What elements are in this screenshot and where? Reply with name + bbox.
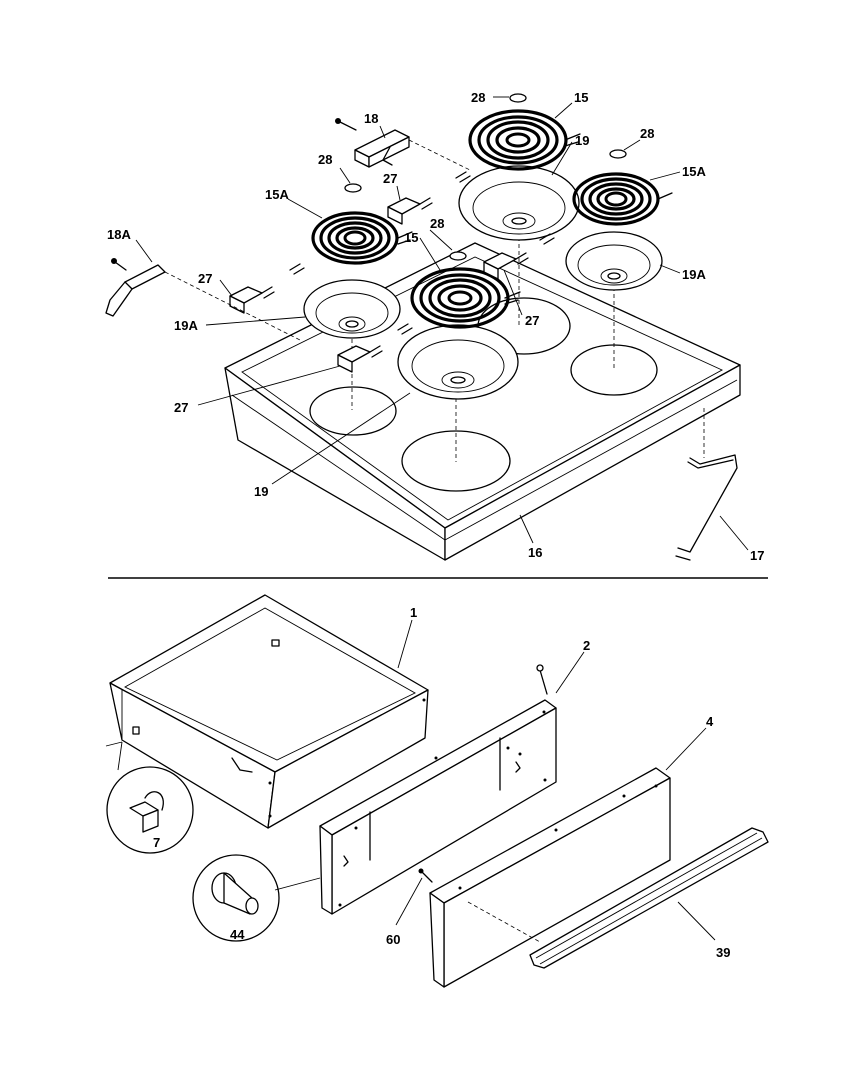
- part-label: 28: [640, 126, 654, 141]
- part-label: 1: [410, 605, 417, 620]
- trim-cap-28: [509, 93, 527, 103]
- surface-element-15-front: [410, 267, 510, 329]
- cooktop-right-face: [444, 364, 741, 561]
- part-label: 39: [716, 945, 730, 960]
- part-label: 27: [383, 171, 397, 186]
- part-label: 17: [750, 548, 764, 563]
- part-label: 27: [525, 313, 539, 328]
- part-label: 19: [254, 484, 268, 499]
- bracket-18: [335, 118, 410, 168]
- part-label: 28: [471, 90, 485, 105]
- drip-bowl-19A-left: [303, 279, 401, 339]
- part-label: 16: [528, 545, 542, 560]
- part-label: 7: [153, 835, 160, 850]
- part-label: 27: [198, 271, 212, 286]
- leader-lines-bottom: [395, 619, 716, 941]
- receptacle-27: [229, 286, 275, 314]
- screw-60: [418, 868, 433, 883]
- part-label: 19: [575, 133, 589, 148]
- bracket-18A: [105, 258, 166, 317]
- part-label: 15: [574, 90, 588, 105]
- part-label: 18A: [107, 227, 131, 242]
- part-label: 27: [174, 400, 188, 415]
- drip-bowl-19-rear: [458, 165, 580, 241]
- receptacle-27: [387, 197, 433, 225]
- detail-bumper-7: [105, 741, 194, 854]
- drawer-back-panel-2: [319, 664, 557, 915]
- part-label: 28: [318, 152, 332, 167]
- part-label: 28: [430, 216, 444, 231]
- surface-element-15A-right: [572, 172, 660, 226]
- drawer-front-4: [429, 767, 671, 988]
- receptacle-27: [483, 252, 529, 280]
- part-label: 19A: [682, 267, 706, 282]
- surface-element-15-rear: [468, 109, 568, 171]
- part-label: 15: [404, 230, 418, 245]
- trim-cap-28: [344, 183, 362, 193]
- part-label: 18: [364, 111, 378, 126]
- trim-cap-28: [609, 149, 627, 159]
- part-label: 15A: [265, 187, 289, 202]
- cooktop-assembly: [105, 93, 741, 561]
- drawer-handle-39: [529, 827, 769, 969]
- trim-cap-28: [449, 251, 467, 261]
- rod-17: [675, 454, 738, 561]
- receptacle-27: [337, 345, 383, 373]
- surface-element-15A-left: [311, 211, 399, 265]
- drawer-box-1: [109, 594, 429, 829]
- part-labels-top: 28 15 19 28 15A 18 28 27 15A 28 18A 15 2…: [107, 90, 764, 563]
- part-label: 4: [706, 714, 714, 729]
- part-label: 60: [386, 932, 400, 947]
- detail-glide-44: [192, 854, 321, 942]
- part-label: 19A: [174, 318, 198, 333]
- drip-bowl-19A-right: [565, 231, 663, 291]
- drawer-assembly: [105, 594, 769, 988]
- part-label: 15A: [682, 164, 706, 179]
- part-labels-bottom: 1 2 4 7 44 60 39: [153, 605, 730, 960]
- leader-lines-top: [135, 96, 749, 551]
- part-label: 2: [583, 638, 590, 653]
- burner-opening: [309, 386, 397, 436]
- drip-bowl-19-front: [397, 324, 519, 400]
- part-label: 44: [230, 927, 245, 942]
